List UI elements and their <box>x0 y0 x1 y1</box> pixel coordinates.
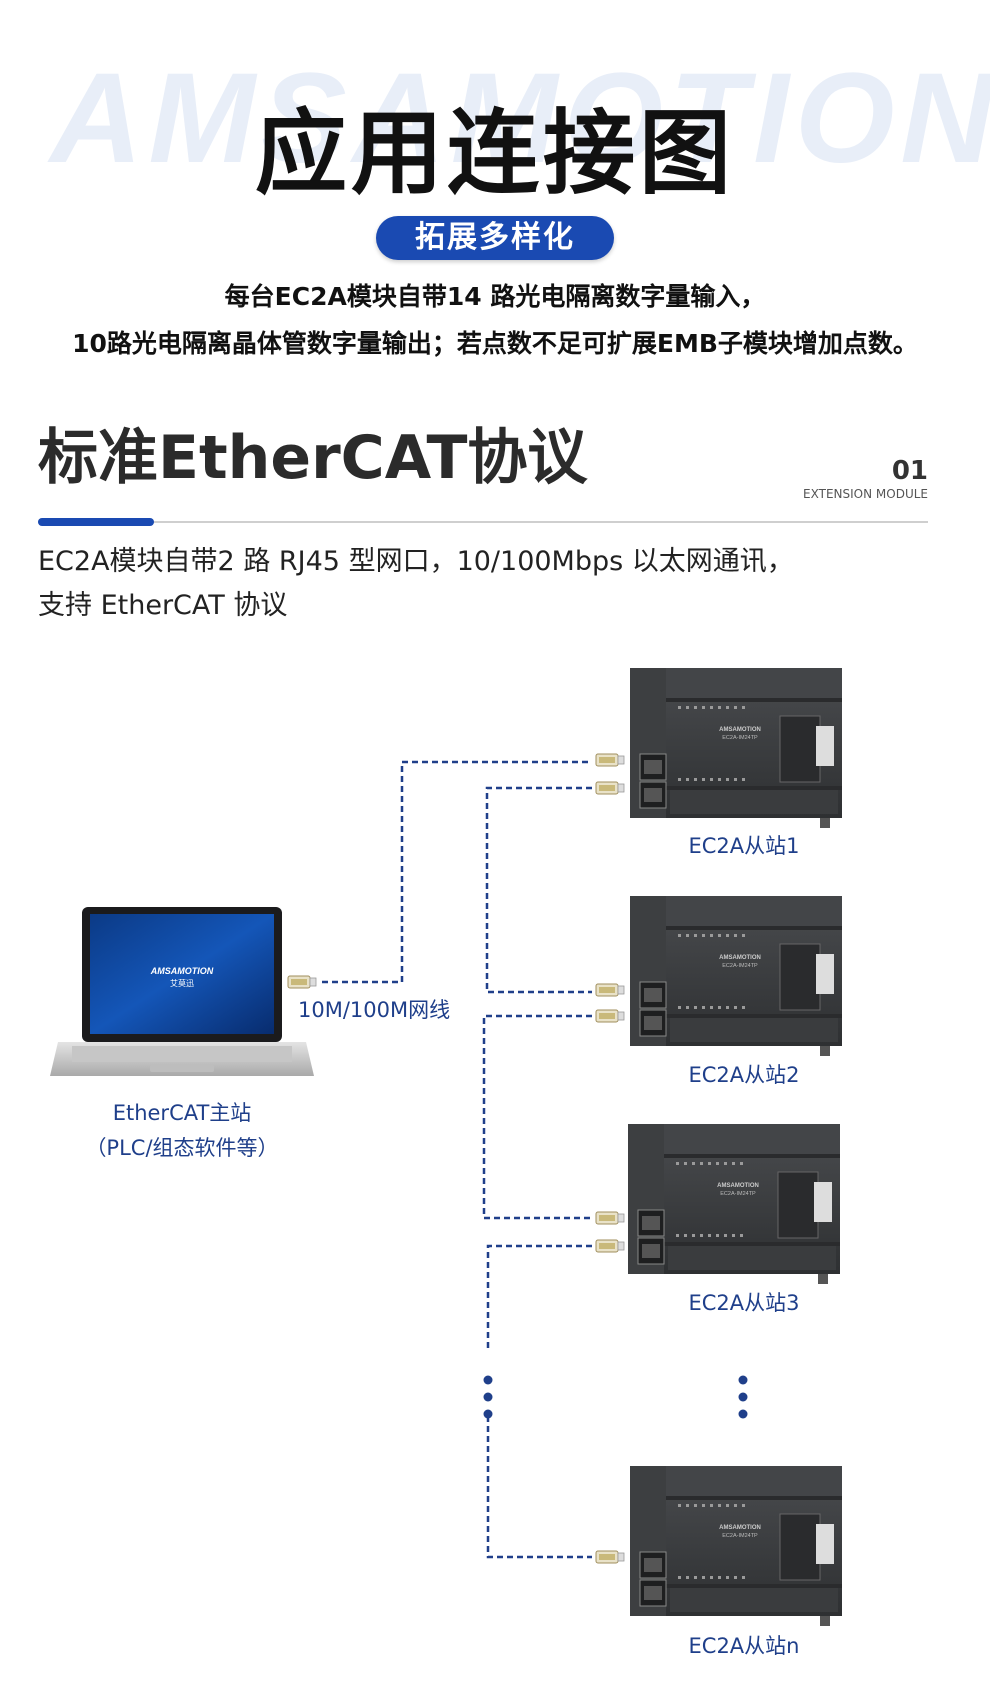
slave-label-n: EC2A从站n <box>688 1634 800 1658</box>
brand-watermark: AMSAMOTION <box>50 47 990 190</box>
section-body-line-2: 支持 EtherCAT 协议 <box>38 590 288 621</box>
description-line-1: 每台EC2A模块自带14 路光电隔离数字量输入， <box>224 282 766 311</box>
slave-module-1 <box>629 667 843 829</box>
cable-label: 10M/100M网线 <box>298 998 451 1022</box>
laptop-brand: AMSAMOTION <box>150 966 214 976</box>
description-line-2: 10路光电隔离晶体管数字量输出；若点数不足可扩展EMB子模块增加点数。 <box>72 329 918 358</box>
slave-module-n <box>629 1465 843 1627</box>
section-title: 标准EtherCAT协议 <box>38 423 588 493</box>
ellipsis-dots <box>483 1375 748 1419</box>
slave-module-2 <box>629 895 843 1057</box>
slave-label-2: EC2A从站2 <box>688 1063 800 1087</box>
section-divider <box>38 521 928 523</box>
badge-diversified: 拓展多样化 <box>376 216 614 260</box>
slave-module-3 <box>627 1123 841 1285</box>
laptop-icon: AMSAMOTION 艾莫迅 <box>50 907 314 1076</box>
laptop-brand-cn: 艾莫迅 <box>170 978 194 988</box>
ethercat-cables <box>322 760 592 1559</box>
master-label: EtherCAT主站 <box>112 1101 252 1125</box>
master-sublabel: （PLC/组态软件等） <box>85 1136 279 1160</box>
section-subtitle: EXTENSION MODULE <box>803 487 928 501</box>
section-number: 01 <box>891 456 928 486</box>
section-body-line-1: EC2A模块自带2 路 RJ45 型网口，10/100Mbps 以太网通讯， <box>38 546 794 577</box>
section-divider-accent <box>38 518 154 526</box>
rj45-plug-icons <box>287 753 625 1564</box>
slave-label-1: EC2A从站1 <box>688 834 800 858</box>
page-title: 应用连接图 <box>254 100 735 207</box>
slave-label-3: EC2A从站3 <box>688 1291 800 1315</box>
